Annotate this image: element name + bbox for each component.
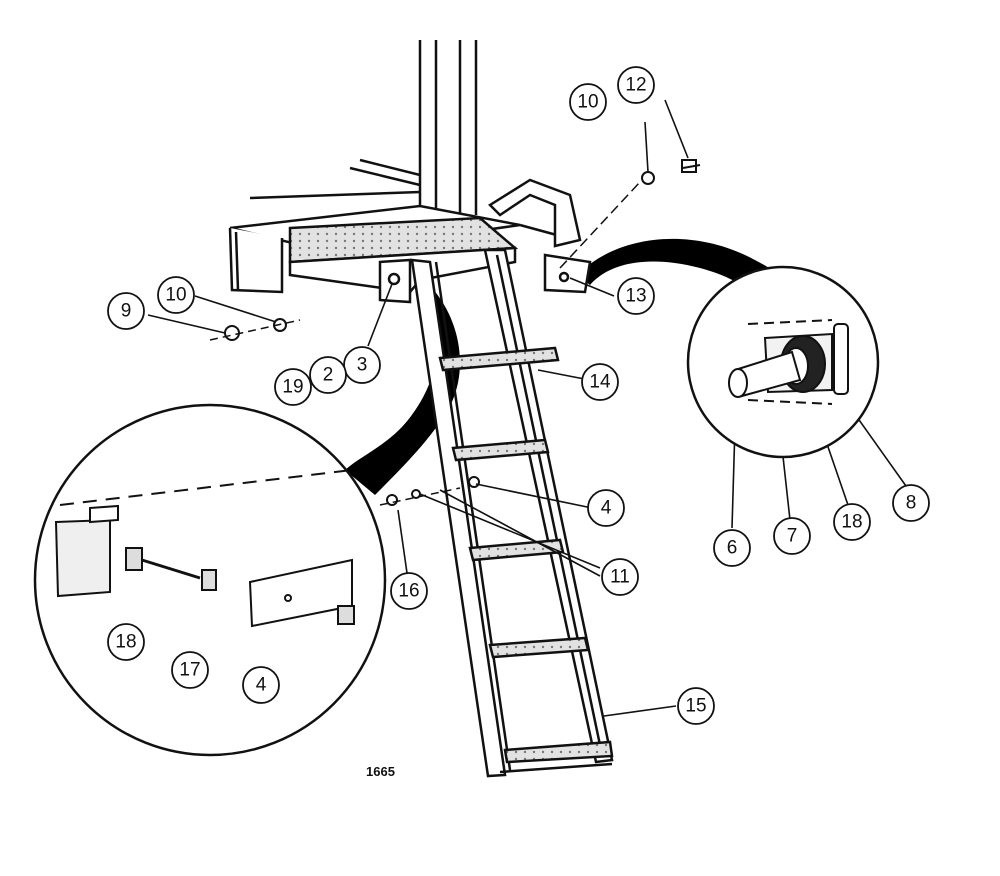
detail-band-right bbox=[578, 238, 808, 312]
svg-text:3: 3 bbox=[357, 355, 368, 376]
svg-text:13: 13 bbox=[625, 286, 646, 307]
callout-6: 6 bbox=[713, 529, 751, 567]
figure-number: 1665 bbox=[366, 764, 395, 779]
callout-2: 2 bbox=[309, 356, 347, 394]
callout-14: 14 bbox=[581, 363, 619, 401]
callout-labels: 10 12 13 9 10 3 2 19 14 4 11 16 15 18 17… bbox=[107, 66, 930, 725]
callout-19: 19 bbox=[274, 368, 312, 406]
callout-18-right: 18 bbox=[833, 503, 871, 541]
ladder-top-platform bbox=[288, 216, 570, 304]
svg-text:17: 17 bbox=[179, 660, 200, 681]
detail-circle-right bbox=[686, 265, 880, 459]
svg-text:18: 18 bbox=[115, 632, 136, 653]
svg-text:16: 16 bbox=[398, 581, 419, 602]
callout-9: 9 bbox=[107, 292, 145, 330]
ladder-assembly bbox=[410, 248, 614, 778]
callout-17: 17 bbox=[171, 651, 209, 689]
svg-text:4: 4 bbox=[601, 498, 612, 519]
callout-16: 16 bbox=[390, 572, 428, 610]
svg-text:18: 18 bbox=[841, 512, 862, 533]
callout-4-left: 4 bbox=[242, 666, 280, 704]
svg-text:15: 15 bbox=[685, 696, 706, 717]
svg-text:11: 11 bbox=[610, 567, 630, 588]
callout-18-left: 18 bbox=[107, 623, 145, 661]
svg-text:10: 10 bbox=[577, 92, 598, 113]
callout-3: 3 bbox=[343, 346, 381, 384]
callout-10-top: 10 bbox=[569, 83, 607, 121]
callout-11: 11 bbox=[601, 558, 639, 596]
callout-12: 12 bbox=[617, 66, 655, 104]
callout-10-left: 10 bbox=[157, 276, 195, 314]
callout-4-main: 4 bbox=[587, 489, 625, 527]
svg-text:4: 4 bbox=[256, 675, 267, 696]
callout-8: 8 bbox=[892, 484, 930, 522]
detail-circle-left bbox=[33, 403, 387, 757]
svg-text:10: 10 bbox=[165, 285, 186, 306]
callout-7: 7 bbox=[773, 517, 811, 555]
svg-text:6: 6 bbox=[727, 538, 738, 559]
svg-text:19: 19 bbox=[282, 377, 303, 398]
callout-13: 13 bbox=[617, 277, 655, 315]
svg-text:12: 12 bbox=[625, 75, 646, 96]
callout-15: 15 bbox=[677, 687, 715, 725]
svg-text:7: 7 bbox=[787, 526, 798, 547]
svg-text:9: 9 bbox=[121, 301, 132, 322]
svg-text:14: 14 bbox=[589, 372, 611, 393]
svg-text:2: 2 bbox=[323, 365, 334, 386]
svg-text:8: 8 bbox=[906, 493, 917, 514]
